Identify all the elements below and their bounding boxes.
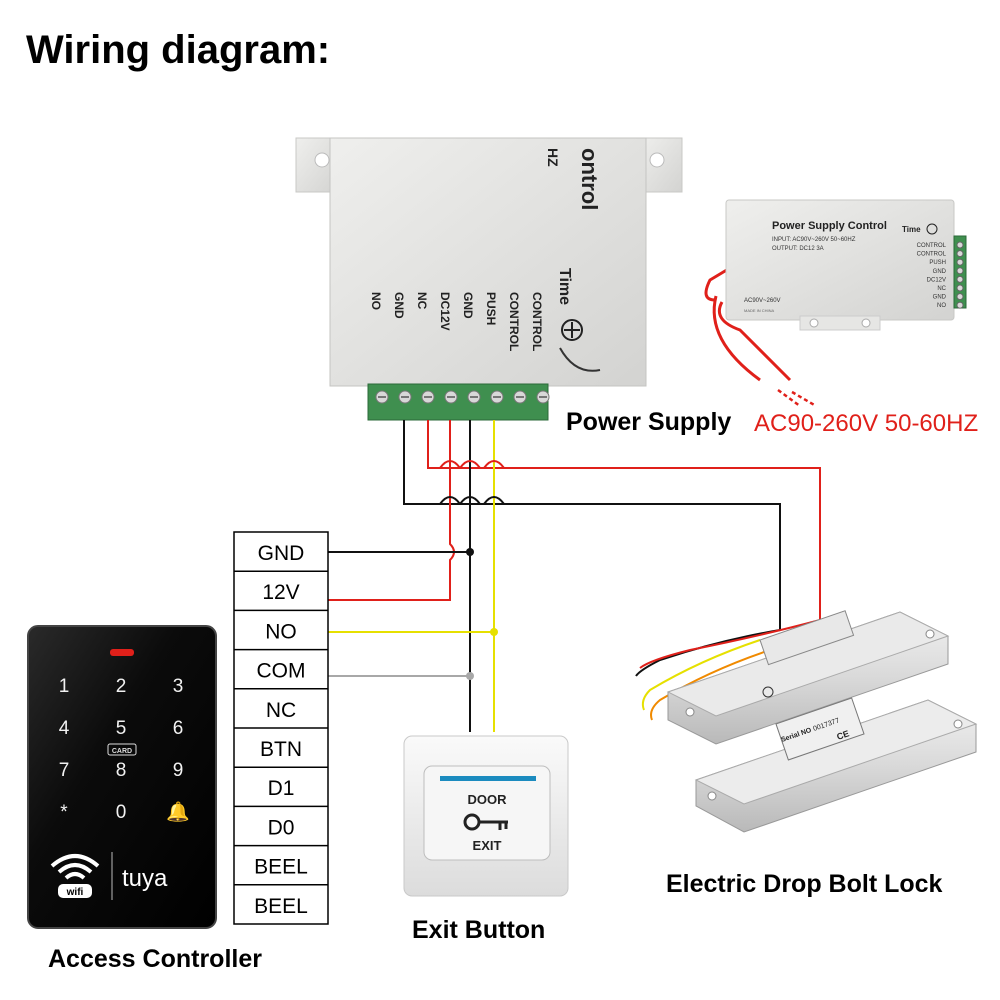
- junction-dot: [466, 672, 474, 680]
- ps-terminal-label: NC: [937, 286, 946, 292]
- wire-gnd-to-lock: [403, 420, 781, 630]
- ps-terminal-screw: [956, 241, 964, 249]
- keypad-key[interactable]: 6: [173, 718, 184, 739]
- wifi-label: wifi: [66, 887, 84, 898]
- controller-terminal-labels: NO GND NC DC12V GND PUSH CONTROL CONTROL: [369, 292, 544, 351]
- lock-ce: CE: [835, 728, 850, 742]
- keypad-key[interactable]: 7: [59, 760, 70, 781]
- keypad-key[interactable]: 2: [116, 676, 127, 697]
- exit-exit-text: EXIT: [473, 838, 502, 853]
- tuya-brand: tuya: [122, 865, 168, 892]
- wires: [328, 420, 821, 732]
- status-led: [110, 649, 134, 656]
- access-terminal-label: BEEL: [254, 895, 308, 918]
- ps-input: INPUT: AC90V~260V 50~60HZ: [772, 237, 856, 243]
- access-terminal-label: D0: [268, 816, 295, 839]
- keypad-key[interactable]: 9: [173, 760, 184, 781]
- ps-terminal-screw: [956, 267, 964, 275]
- exit-button-caption: Exit Button: [412, 916, 546, 944]
- wifi-icon: [50, 854, 100, 898]
- ps-terminal-label: CONTROL: [917, 252, 947, 258]
- keypad-keys: 1 2 3 4 5 6 7 8 9 * 0 🔔: [59, 676, 190, 823]
- power-supply-photo: Power Supply Control INPUT: AC90V~260V 5…: [704, 199, 967, 408]
- access-terminal-label: NO: [265, 620, 297, 643]
- junction-dot: [490, 628, 498, 636]
- keypad-key[interactable]: *: [60, 802, 68, 823]
- ps-terminal-label: DC12V: [927, 277, 946, 283]
- access-keypad: 1 2 3 4 5 6 7 8 9 * 0 🔔 CARD wifi tuya: [27, 625, 217, 929]
- access-terminal-label: COM: [257, 660, 306, 683]
- page-title: Wiring diagram:: [26, 28, 331, 72]
- access-terminal-label: GND: [258, 542, 305, 565]
- controller-terminal-label: CONTROL: [530, 292, 544, 351]
- controller-terminal-label: NO: [369, 292, 383, 310]
- junction-dot: [466, 548, 474, 556]
- ps-made-in: MADE IN CHINA: [744, 308, 775, 313]
- ps-terminal-labels: CONTROL CONTROL PUSH GND DC12V NC GND NO: [917, 243, 947, 309]
- lock-caption: Electric Drop Bolt Lock: [666, 870, 943, 898]
- keypad-key[interactable]: 5: [116, 718, 127, 739]
- ps-terminal-screws: [956, 241, 964, 309]
- ps-terminal-label: GND: [933, 269, 947, 275]
- keypad-key[interactable]: 1: [59, 676, 70, 697]
- power-supply-label: Power Supply: [566, 408, 732, 436]
- access-terminal-label: NC: [266, 699, 296, 722]
- ps-terminal-screw: [956, 258, 964, 266]
- ps-output: OUTPUT: DC12 3A: [772, 246, 824, 252]
- ce-mark: [762, 686, 774, 698]
- mount-hole: [314, 152, 330, 168]
- time-label: Time: [556, 268, 573, 305]
- ps-terminal-screw: [956, 301, 964, 309]
- ps-ac-label: AC90V~260V: [744, 298, 781, 304]
- access-terminal-label: D1: [268, 777, 295, 800]
- controller-terminal-label: GND: [461, 292, 475, 319]
- ps-terminal-label: GND: [933, 295, 947, 301]
- ps-terminal-screw: [956, 250, 964, 258]
- drop-bolt-lock: Serial NO 0017377 CE: [666, 610, 978, 833]
- controller-terminal-label: CONTROL: [507, 292, 521, 351]
- ps-terminal-label: NO: [937, 303, 946, 309]
- controller-hz: HZ: [545, 148, 561, 167]
- exit-indicator: [440, 776, 536, 781]
- controller-terminal-label: GND: [392, 292, 406, 319]
- keypad-key[interactable]: 3: [173, 676, 184, 697]
- access-terminal-label: 12V: [262, 581, 299, 604]
- exit-button: DOOR EXIT: [403, 735, 569, 897]
- ps-terminal-label: CONTROL: [917, 243, 947, 249]
- controller-box: ontrol HZ Time NO GND NC DC12V GND PUSH CONTRO…: [295, 137, 683, 421]
- power-supply-voltage: AC90-260V 50-60HZ: [754, 410, 979, 437]
- ps-time-label: Time: [902, 225, 921, 234]
- card-label: CARD: [112, 748, 132, 755]
- access-terminal-label: BTN: [260, 738, 302, 761]
- access-terminal-label: BEEL: [254, 856, 308, 879]
- ps-terminal-screw: [956, 293, 964, 301]
- ps-time-icon: [926, 223, 938, 235]
- keypad-key[interactable]: 🔔: [166, 801, 190, 823]
- ps-terminal-screw: [956, 275, 964, 283]
- wire-gnd-to-access: [328, 420, 471, 553]
- controller-terminal-label: NC: [415, 292, 429, 310]
- wire-12v-to-lock: [427, 420, 821, 620]
- ps-title: Power Supply Control: [772, 220, 887, 232]
- keypad-key[interactable]: 8: [116, 760, 127, 781]
- exit-door-text: DOOR: [468, 792, 508, 807]
- ps-terminal-label: PUSH: [929, 260, 946, 266]
- access-controller-caption: Access Controller: [48, 945, 262, 973]
- controller-terminal-label: PUSH: [484, 292, 498, 325]
- keypad-key[interactable]: 0: [116, 802, 127, 823]
- key-icon: [463, 813, 508, 831]
- keypad-key[interactable]: 4: [59, 718, 70, 739]
- time-icon: [559, 319, 601, 372]
- controller-terminal-label: DC12V: [438, 292, 452, 331]
- controller-label: ontrol: [577, 148, 602, 210]
- wire-12v-to-access: [328, 420, 455, 601]
- terminal-screws: [375, 390, 550, 404]
- mount-hole: [649, 152, 665, 168]
- ps-terminal-screw: [956, 284, 964, 292]
